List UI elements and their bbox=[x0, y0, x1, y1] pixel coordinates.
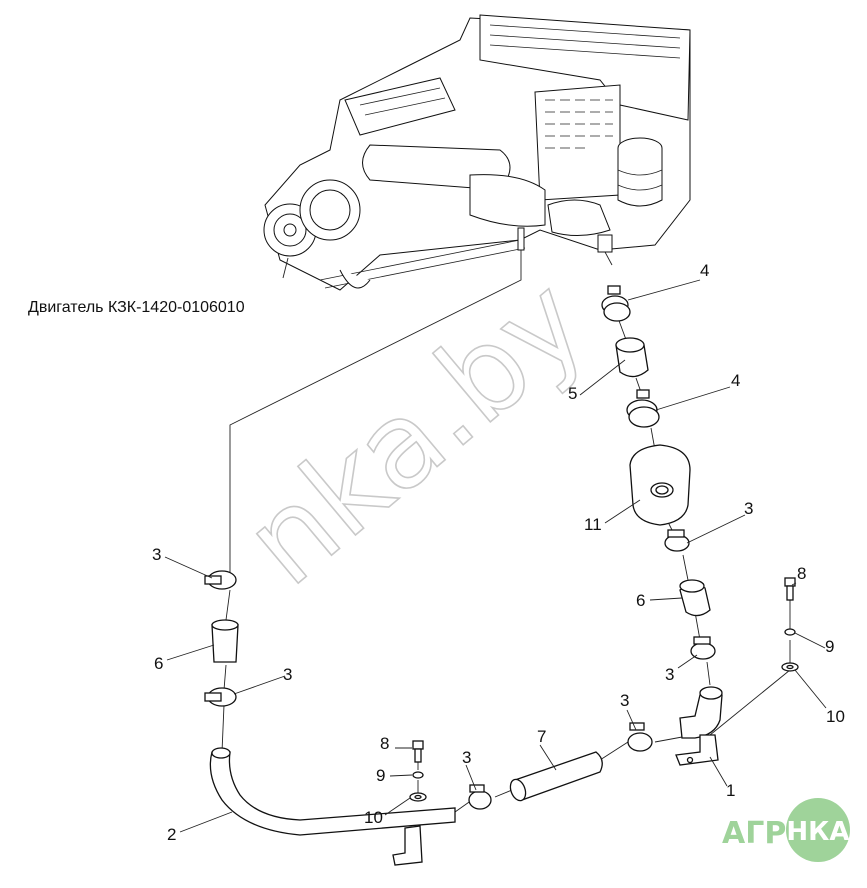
callout-3-c: 3 bbox=[620, 691, 629, 710]
callout-9-left: 9 bbox=[376, 766, 385, 785]
sleeve-5 bbox=[615, 337, 649, 378]
callout-6-left: 6 bbox=[154, 654, 163, 673]
assembly-guide-lines bbox=[221, 250, 791, 813]
bolt-set-left bbox=[409, 740, 427, 802]
callout-leaders bbox=[164, 257, 827, 833]
hose-6-left bbox=[211, 619, 239, 663]
callout-8-right: 8 bbox=[797, 564, 806, 583]
clamp-4-lower bbox=[626, 389, 660, 428]
callout-4-upper: 4 bbox=[700, 261, 709, 280]
callout-9-right: 9 bbox=[825, 637, 834, 656]
clamp-3-f bbox=[204, 687, 237, 707]
clamp-3-d bbox=[468, 784, 492, 810]
elbow-bracket-1 bbox=[675, 686, 723, 766]
callout-4-lower: 4 bbox=[731, 371, 740, 390]
clamp-3-c bbox=[627, 722, 653, 752]
callout-3-f: 3 bbox=[152, 545, 161, 564]
watermark: nka.by bbox=[219, 251, 611, 611]
hose-7 bbox=[509, 751, 603, 802]
callout-10-left: 10 bbox=[364, 808, 383, 827]
callout-11: 11 bbox=[584, 515, 602, 534]
callout-3-a: 3 bbox=[744, 499, 753, 518]
callout-8-left: 8 bbox=[380, 734, 389, 753]
precleaner-11 bbox=[629, 444, 691, 526]
callout-3-b: 3 bbox=[665, 665, 674, 684]
clamp-4-upper bbox=[601, 285, 631, 322]
callout-5: 5 bbox=[568, 384, 577, 403]
callout-7: 7 bbox=[537, 727, 546, 746]
callout-labels: 4 5 4 11 3 6 3 8 9 10 3 7 1 3 6 3 8 9 10… bbox=[152, 261, 845, 844]
callout-6-right: 6 bbox=[636, 591, 645, 610]
callout-1: 1 bbox=[726, 781, 735, 800]
engine-assembly bbox=[263, 14, 691, 291]
agronka-logo: АГРО НКА bbox=[722, 798, 850, 862]
hose-6-right bbox=[679, 579, 711, 617]
callout-3-e: 3 bbox=[283, 665, 292, 684]
callout-3-d: 3 bbox=[462, 748, 471, 767]
clamp-3-e bbox=[204, 570, 237, 590]
bolt-set-right bbox=[781, 577, 799, 672]
callout-10-right: 10 bbox=[826, 707, 845, 726]
logo-text-right: НКА bbox=[786, 817, 849, 847]
pipe-2 bbox=[209, 747, 456, 866]
clamp-3-b bbox=[690, 636, 716, 660]
engine-caption: Двигатель КЗК-1420-0106010 bbox=[28, 299, 245, 316]
callout-2: 2 bbox=[167, 825, 176, 844]
clamp-3-a bbox=[664, 529, 690, 552]
